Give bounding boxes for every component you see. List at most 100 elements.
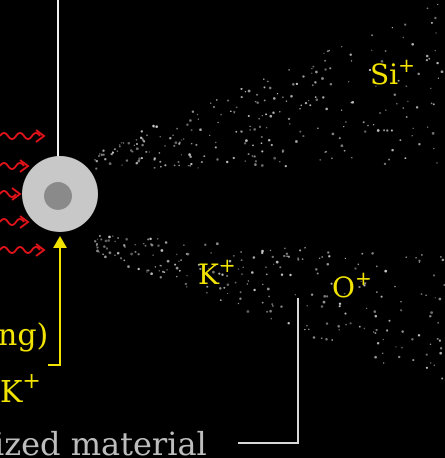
particle	[367, 125, 369, 127]
particle	[401, 330, 403, 332]
particle	[141, 130, 143, 132]
particle	[315, 268, 317, 270]
particle	[426, 59, 428, 61]
particle	[159, 161, 161, 163]
particle	[308, 329, 309, 330]
particle	[191, 129, 193, 131]
particle	[145, 151, 147, 153]
particle	[267, 81, 269, 83]
particle	[286, 253, 288, 255]
particle	[135, 244, 136, 245]
particle	[358, 264, 360, 266]
particle	[415, 257, 417, 259]
particle	[117, 150, 119, 152]
particle	[272, 111, 274, 113]
particle	[345, 121, 347, 123]
particle	[315, 71, 318, 74]
particle	[216, 158, 218, 160]
particle	[198, 118, 199, 119]
particle	[289, 123, 290, 124]
particle	[339, 137, 341, 139]
particle	[374, 332, 376, 334]
particle	[233, 111, 235, 113]
particle	[323, 53, 324, 54]
particle	[262, 284, 263, 285]
particle	[376, 266, 378, 268]
particle	[265, 267, 266, 268]
particle	[431, 103, 433, 105]
particle	[436, 162, 438, 164]
particle	[155, 125, 158, 128]
particle	[386, 329, 388, 331]
particle	[375, 315, 378, 318]
particle	[137, 160, 140, 163]
particle	[277, 93, 278, 94]
particle	[290, 95, 293, 98]
particle	[190, 163, 192, 165]
particle	[240, 251, 242, 253]
particle	[272, 305, 273, 306]
particle	[345, 258, 346, 259]
particle	[123, 142, 124, 143]
particle	[256, 101, 258, 103]
particle	[288, 118, 290, 120]
particle	[143, 243, 144, 244]
particle	[421, 293, 423, 295]
particle	[317, 127, 319, 129]
particle	[315, 96, 317, 98]
particle	[311, 73, 312, 74]
particle	[220, 299, 222, 301]
particle	[264, 86, 266, 88]
particle	[138, 253, 140, 255]
dust-grain	[22, 156, 98, 232]
left-partial-label: ng)	[0, 318, 48, 353]
particle	[273, 97, 276, 100]
particle	[283, 255, 285, 257]
particle	[435, 297, 436, 298]
particle	[306, 325, 308, 327]
particle	[325, 108, 328, 111]
particle	[187, 253, 190, 256]
particle	[266, 311, 268, 313]
particle	[351, 101, 354, 104]
particle	[150, 272, 153, 275]
particle	[172, 134, 174, 136]
particle	[271, 318, 272, 319]
particle	[316, 98, 319, 101]
particle	[254, 155, 256, 157]
particle	[427, 7, 429, 9]
particle	[103, 245, 106, 248]
particle	[339, 329, 340, 330]
particle	[299, 108, 300, 109]
particle	[329, 67, 331, 69]
particle	[276, 261, 279, 264]
particle	[261, 164, 264, 167]
particle	[245, 160, 246, 161]
particle	[392, 27, 393, 28]
particle	[366, 308, 367, 309]
particle	[432, 132, 435, 135]
particle	[374, 356, 377, 359]
particle	[270, 250, 271, 251]
particle	[95, 168, 97, 170]
particle	[440, 347, 442, 349]
particle	[235, 131, 237, 133]
particle	[428, 58, 430, 60]
particle	[164, 164, 166, 166]
particle	[351, 60, 352, 61]
particle	[388, 159, 390, 161]
particle	[236, 106, 238, 108]
particle	[176, 254, 177, 255]
particle	[96, 160, 98, 162]
particle	[147, 238, 149, 240]
particle	[325, 338, 328, 341]
particle	[361, 253, 363, 255]
particle	[253, 128, 256, 131]
particle	[265, 113, 267, 115]
particle	[240, 88, 242, 90]
particle	[337, 325, 340, 328]
particle	[151, 244, 154, 247]
particle	[331, 158, 333, 160]
particle	[262, 115, 263, 116]
particle	[439, 340, 441, 342]
